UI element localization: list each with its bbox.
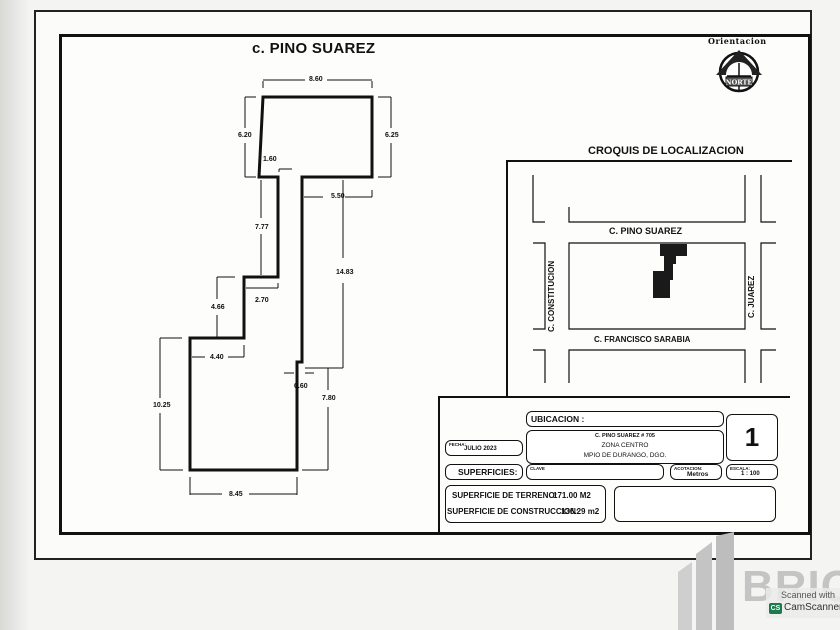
location-sketch-title: CROQUIS DE LOCALIZACION <box>588 145 744 157</box>
dim-line-right-long <box>305 180 344 369</box>
dim-step-1: 1.60 <box>263 156 277 163</box>
brand-logo-icon <box>678 532 734 630</box>
dim-line-left-upper <box>244 96 256 178</box>
dim-left-upper: 6.20 <box>238 132 252 139</box>
terreno-label: SUPERFICIE DE TERRENO: <box>452 491 558 500</box>
map-street-east: C. JUAREZ <box>747 275 756 318</box>
block-north <box>568 175 746 223</box>
north-compass-icon: NORTE <box>716 50 762 93</box>
dim-left-mid: 7.77 <box>255 224 269 231</box>
acotacion-label: ACOTACION: <box>674 466 703 471</box>
address-line-1: C. PINO SUAREZ # 705 <box>595 433 655 439</box>
area-summary-box: SUPERFICIE DE TERRENO: 171.00 M2 SUPERFI… <box>445 485 606 523</box>
plan-street-label: c. PINO SUAREZ <box>252 40 376 57</box>
dim-left-lower-step: 4.66 <box>211 304 225 311</box>
block-west <box>533 242 546 330</box>
acotacion-value: Metros <box>687 471 709 478</box>
block-northwest <box>532 175 545 223</box>
date-label: FECHA: <box>449 442 466 447</box>
dim-top-width: 8.60 <box>309 76 323 83</box>
dim-line-left-bottom <box>159 337 183 471</box>
address-line-3: MPIO DE DURANGO, DGO. <box>583 452 667 459</box>
dim-right-upper: 6.25 <box>385 132 399 139</box>
dim-line-bottom <box>189 477 298 495</box>
block-east <box>760 242 776 330</box>
scanned-with-text: Scanned with <box>781 590 836 600</box>
dim-right-bottom: 7.80 <box>322 395 336 402</box>
dim-step-4: 0.60 <box>294 383 308 390</box>
map-street-west: C. CONSTITUCION <box>547 260 556 332</box>
compass-north-text: NORTE <box>726 79 753 87</box>
block-southwest <box>533 349 546 383</box>
construccion-label: SUPERFICIE DE CONSTRUCCION: <box>447 507 579 516</box>
dim-line-top <box>262 79 373 88</box>
dim-line-step3 <box>192 345 245 358</box>
clave-label: CLAVE <box>530 466 545 471</box>
map-street-south: C. FRANCISCO SARABIA <box>594 335 691 344</box>
dim-step-right: 5.50 <box>331 193 345 200</box>
dim-left-bottom: 10.25 <box>153 402 171 409</box>
block-northeast <box>760 175 776 223</box>
escala-value: 1 : 100 <box>741 471 760 477</box>
address-line-2: ZONA CENTRO <box>601 442 649 449</box>
dim-line-left-lower <box>216 276 235 338</box>
construccion-value: 136.29 m2 <box>561 507 600 516</box>
dim-line-step1 <box>278 168 292 172</box>
date-box: FECHA: JULIO 2023 <box>445 440 523 456</box>
location-sketch-frame <box>506 160 792 398</box>
address-box: C. PINO SUAREZ # 705 ZONA CENTRO MPIO DE… <box>526 430 724 464</box>
camscanner-logo-icon: CS <box>769 603 782 614</box>
escala-box: ESCALA: 1 : 100 <box>726 464 778 480</box>
lot-outline <box>188 95 374 472</box>
dim-line-step2 <box>246 283 279 289</box>
clave-box: CLAVE <box>526 464 664 480</box>
title-block <box>438 396 790 532</box>
dim-right-long: 14.83 <box>336 269 354 276</box>
dim-line-right-bottom <box>302 368 329 471</box>
superficies-box: SUPERFICIES: <box>445 464 523 480</box>
map-street-north: C. PINO SUAREZ <box>609 226 683 236</box>
block-southeast <box>760 349 776 383</box>
block-center <box>568 242 746 330</box>
dim-line-right-upper <box>378 96 392 178</box>
superficies-label: SUPERFICIES: <box>458 467 518 477</box>
ubicacion-box: UBICACION : <box>526 411 724 427</box>
dim-step-3: 4.40 <box>210 354 224 361</box>
scan-shadow <box>0 0 30 630</box>
date-value: JULIO 2023 <box>464 446 497 452</box>
camscanner-name: CamScanner <box>784 602 840 613</box>
acotacion-box: ACOTACION: Metros <box>670 464 722 480</box>
notes-box <box>614 486 776 522</box>
sheet-number: 1 <box>744 422 760 452</box>
dim-step-2: 2.70 <box>255 297 269 304</box>
orientation-label: Orientacion <box>708 36 767 46</box>
sheet-number-box: 1 <box>726 414 778 461</box>
ubicacion-label: UBICACION : <box>531 414 585 424</box>
escala-label: ESCALA: <box>730 466 750 471</box>
lot-location-marker <box>653 244 687 298</box>
block-south <box>568 349 746 383</box>
dim-line-step-right <box>304 190 373 198</box>
terreno-value: 171.00 M2 <box>553 491 591 500</box>
dim-bottom-width: 8.45 <box>229 491 243 498</box>
